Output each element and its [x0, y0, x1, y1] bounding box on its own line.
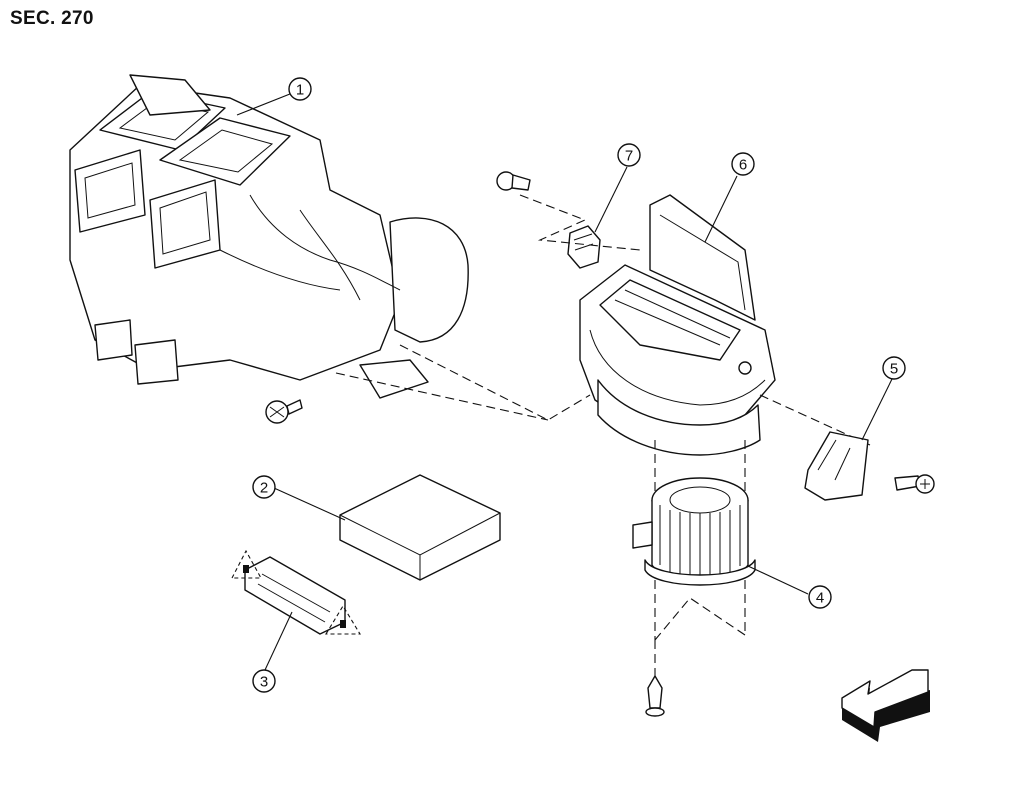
screw-icon	[496, 171, 531, 191]
callout-1: 1	[288, 77, 312, 101]
callout-6-number: 6	[739, 157, 747, 174]
filter-cover	[231, 549, 361, 635]
caution-triangle-icon	[231, 549, 262, 579]
callout-6: 6	[731, 152, 755, 176]
caution-triangle-icon	[325, 604, 361, 635]
callout-1-number: 1	[296, 82, 304, 99]
callout-2: 2	[252, 475, 276, 499]
callout-4: 4	[808, 585, 832, 609]
callout-2-number: 2	[260, 480, 268, 497]
front-direction-arrow-icon	[841, 669, 930, 742]
in-cabin-microfilter	[339, 474, 501, 581]
callout-3-number: 3	[260, 674, 268, 691]
callout-5: 5	[882, 356, 906, 380]
callout-5-number: 5	[890, 361, 898, 378]
clip-icon	[645, 675, 665, 717]
intake-door-motor	[567, 225, 601, 269]
screw-icon	[894, 474, 935, 494]
callout-7-number: 7	[625, 148, 633, 165]
fan-control-amplifier	[804, 431, 869, 501]
callout-4-number: 4	[816, 590, 824, 607]
blower-motor-fan	[632, 477, 756, 586]
screw-icon	[265, 399, 303, 424]
heater-cooling-unit-assembly	[69, 74, 469, 424]
callout-3: 3	[252, 669, 276, 693]
callout-7: 7	[617, 143, 641, 167]
blower-unit-assembly	[579, 194, 776, 456]
section-label: SEC. 270	[10, 8, 94, 29]
